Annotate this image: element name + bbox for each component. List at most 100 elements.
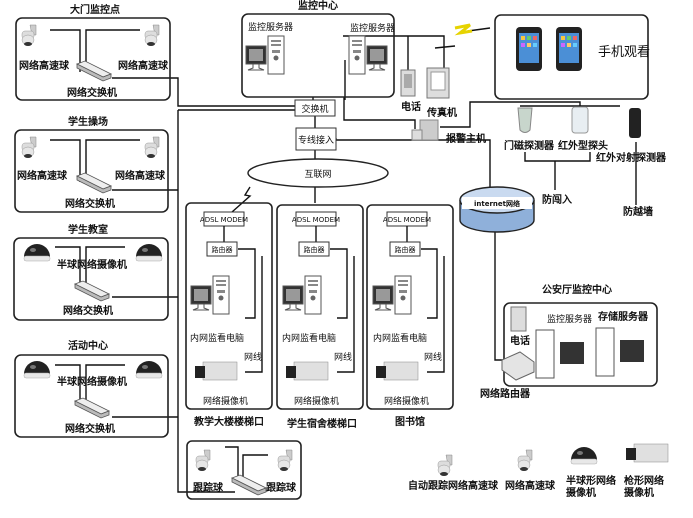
storage-server-icon xyxy=(595,327,615,377)
phone-label: 电话 xyxy=(510,334,530,347)
monitor-pc-icon xyxy=(190,275,230,315)
telephone-icon xyxy=(510,306,527,332)
adsl-modem-label: ADSL MODEM xyxy=(383,216,431,224)
police-center-box xyxy=(503,302,658,387)
phone-label: 电话 xyxy=(401,100,421,113)
alarm-host-label: 报警主机 xyxy=(446,132,486,145)
mobile-box xyxy=(494,14,649,100)
monitor-pc-icon xyxy=(282,275,322,315)
switch-label: 网络交换机 xyxy=(63,304,113,317)
site-title-gate: 大门监控点 xyxy=(70,3,120,16)
network-switch-icon xyxy=(74,397,110,419)
server-label: 监控服务器 xyxy=(248,21,293,33)
server-label: 监控服务器 xyxy=(547,313,592,325)
cable-label: 网线 xyxy=(424,351,442,363)
network-switch-icon xyxy=(74,280,110,302)
mobile-view-label: 手机观看 xyxy=(598,44,650,60)
site-title-classroom: 学生教室 xyxy=(68,223,108,236)
wireless-lightning-icon xyxy=(454,23,473,36)
tracking-dome-icon xyxy=(195,449,211,472)
switch-label: 网络交换机 xyxy=(67,86,117,99)
server-icon xyxy=(245,35,285,75)
legend-label: 枪形网络 xyxy=(624,474,664,487)
monitor-icon xyxy=(560,342,584,364)
legend-label: 网络高速球 xyxy=(505,479,556,492)
router-label: 路由器 xyxy=(212,245,233,254)
smartphone-icon xyxy=(556,27,582,71)
center-box xyxy=(241,13,395,98)
speed-dome-icon xyxy=(144,24,160,47)
site-box-classroom xyxy=(13,237,169,321)
beam-sensor-icon xyxy=(629,108,641,138)
connection-lines xyxy=(112,27,637,493)
camera-label: 半球网络摄像机 xyxy=(57,375,127,388)
legend-label: 自动跟踪网络高速球 xyxy=(408,479,499,492)
tracking-dome-icon xyxy=(437,454,453,477)
anti-intrusion-label: 防闯入 xyxy=(542,193,572,206)
switch-label: 网络交换机 xyxy=(65,197,115,210)
building-label: 图书馆 xyxy=(395,415,425,428)
switch-box xyxy=(294,99,336,117)
network-switch-icon xyxy=(76,172,112,194)
pc-label: 内网监看电脑 xyxy=(282,332,336,344)
center-title: 监控中心 xyxy=(298,0,338,12)
building-label: 教学大楼楼梯口 xyxy=(193,415,264,428)
internet-network-icon xyxy=(459,186,535,233)
monitor-icon xyxy=(620,340,644,362)
camera-label: 网络摄像机 xyxy=(294,395,339,407)
camera-label: 网络高速球 xyxy=(17,169,68,182)
camera-label: 网络高速球 xyxy=(19,59,70,72)
box-camera-icon xyxy=(625,443,669,463)
internet-cloud-label: 互联网 xyxy=(304,169,331,180)
camera-label: 网络高速球 xyxy=(115,169,166,182)
building-dorm: ADSL MODEM 路由器 内网监看电脑 网线 网络摄像机 学生宿舍楼梯口 xyxy=(276,204,364,430)
adsl-modem-label: ADSL MODEM xyxy=(292,216,340,224)
sensor-label: 红外对射探测器 xyxy=(596,151,667,164)
half-dome-camera-icon xyxy=(23,243,51,262)
pc-label: 内网监看电脑 xyxy=(373,332,427,344)
fax-label: 传真机 xyxy=(426,106,457,119)
tracking-label: 跟踪球 xyxy=(266,481,297,494)
network-router-icon xyxy=(501,351,535,381)
site-box-playground xyxy=(14,129,169,213)
building-label: 学生宿舍楼梯口 xyxy=(287,417,357,430)
tracking-dome-icon xyxy=(277,449,293,472)
network-camera-icon xyxy=(375,361,419,381)
half-dome-camera-icon xyxy=(135,243,163,262)
speed-dome-icon xyxy=(21,24,37,47)
router-label: 路由器 xyxy=(304,245,325,254)
leased-line-label: 专线接入 xyxy=(298,134,334,146)
telephone-icon xyxy=(400,69,416,97)
server-icon xyxy=(535,329,555,379)
leased-line-box xyxy=(295,127,337,151)
network-camera-icon xyxy=(194,361,238,381)
cable-label: 网线 xyxy=(244,351,262,363)
infrared-sensor-icon xyxy=(571,106,589,134)
tracking-label: 跟踪球 xyxy=(193,481,224,494)
switch-label: 网络交换机 xyxy=(65,422,115,435)
network-switch-icon xyxy=(76,60,112,82)
sensor-label: 门磁探测器 xyxy=(504,139,555,152)
fax-icon xyxy=(426,67,450,99)
tracking-box xyxy=(186,440,302,500)
network-camera-icon xyxy=(285,361,329,381)
speed-dome-icon xyxy=(144,136,160,159)
adsl-modem-label: ADSL MODEM xyxy=(200,216,248,224)
legend-label: 摄像机 xyxy=(624,486,654,499)
sensor-label: 红外型探头 xyxy=(558,139,608,152)
camera-label: 半球网络摄像机 xyxy=(57,258,127,271)
legend-label: 摄像机 xyxy=(566,486,596,499)
site-box-activity xyxy=(14,354,169,438)
server-icon xyxy=(348,35,388,75)
pc-label: 内网监看电脑 xyxy=(190,332,244,344)
camera-label: 网络摄像机 xyxy=(203,395,248,407)
switch-label: 交换机 xyxy=(301,103,328,115)
monitor-pc-icon xyxy=(372,275,412,315)
site-title-playground: 学生操场 xyxy=(68,115,108,128)
storage-label: 存储服务器 xyxy=(598,310,649,323)
alarm-host-icon xyxy=(411,119,439,141)
legend-label: 半球形网络 xyxy=(566,474,616,487)
network-switch-icon xyxy=(231,474,267,496)
building-library: ADSL MODEM 路由器 内网监看电脑 网线 网络摄像机 图书馆 xyxy=(366,204,454,428)
